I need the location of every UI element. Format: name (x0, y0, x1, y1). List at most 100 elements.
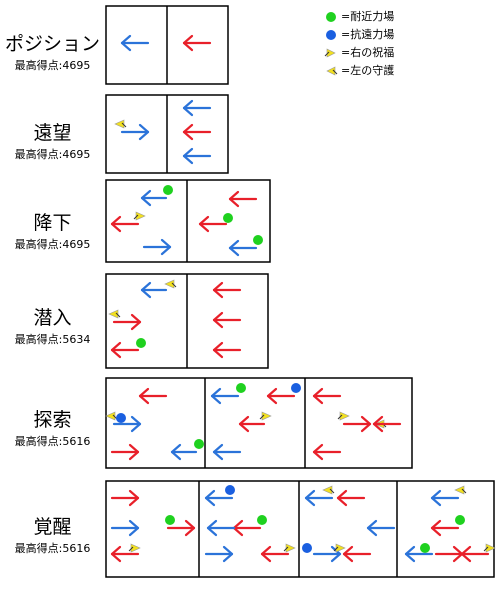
red-left-arrow (110, 545, 140, 563)
legend-label: =左の守護 (341, 64, 395, 77)
right-blessing-icon (337, 411, 350, 421)
row-title: 潜入 (33, 307, 72, 329)
row-score: 最高得点:4695 (14, 148, 91, 161)
right-blessing-icon (483, 543, 496, 553)
blue-left-arrow (404, 545, 434, 563)
red-left-arrow (460, 545, 490, 563)
legend-label: =耐近力場 (341, 10, 395, 23)
blue-left-arrow (304, 489, 334, 507)
legend-item-left-protection: =左の守護 (323, 62, 394, 80)
red-right-arrow (110, 489, 140, 507)
green-dot-icon (236, 383, 246, 393)
pattern-box (105, 179, 271, 263)
green-dot-icon (165, 515, 175, 525)
row-title: ポジション (4, 33, 100, 55)
blue-left-arrow (204, 489, 234, 507)
row-title: 降下 (33, 212, 72, 234)
red-left-arrow (110, 215, 140, 233)
green-dot-icon (455, 515, 465, 525)
left-protection-icon (454, 485, 467, 495)
red-left-arrow (260, 545, 290, 563)
right-blessing-icon (324, 48, 336, 58)
row-title: 探索 (33, 409, 72, 431)
blue-dot-icon (291, 383, 301, 393)
blue-dot-icon (116, 413, 126, 423)
green-dot-icon (326, 12, 336, 22)
row-score: 最高得点:5634 (14, 333, 91, 346)
legend-label: =抗遠力場 (341, 28, 395, 41)
right-blessing-icon (333, 543, 346, 553)
blue-left-arrow (140, 189, 168, 207)
red-left-arrow (430, 519, 460, 537)
blue-left-arrow (206, 519, 236, 537)
right-blessing-icon (133, 211, 146, 221)
row-label-tansaku: 探索 最高得点:5616 (0, 409, 105, 449)
legend: =耐近力場 =抗遠力場 =右の祝福 =左の守護 (323, 8, 394, 80)
row-score: 最高得点:5616 (14, 435, 91, 448)
blue-right-arrow (204, 545, 234, 563)
row-score: 最高得点:4695 (14, 59, 91, 72)
row-score: 最高得点:4695 (14, 238, 91, 251)
left-protection-icon (108, 309, 121, 319)
red-left-arrow (182, 34, 212, 52)
red-left-arrow (198, 215, 228, 233)
blue-left-arrow (212, 443, 242, 461)
left-protection-icon (105, 411, 118, 421)
legend-label: =右の祝福 (341, 46, 395, 59)
blue-left-arrow (228, 239, 258, 257)
right-blessing-icon (128, 543, 141, 553)
blue-dot-icon (302, 543, 312, 553)
blue-dot-icon (326, 30, 336, 40)
red-right-arrow (434, 545, 464, 563)
row-label-enbou: 遠望 最高得点:4695 (0, 122, 105, 162)
green-dot-icon (163, 185, 173, 195)
green-dot-icon (194, 439, 204, 449)
row-label-kakusei: 覚醒 最高得点:5616 (0, 516, 105, 556)
red-left-arrow (232, 519, 262, 537)
blue-right-arrow (110, 519, 140, 537)
left-protection-icon (322, 485, 335, 495)
left-protection-icon (326, 66, 338, 76)
blue-left-arrow (170, 443, 198, 461)
red-right-arrow (112, 313, 142, 331)
green-dot-icon (420, 543, 430, 553)
blue-left-arrow (366, 519, 396, 537)
row-title: 遠望 (33, 122, 72, 144)
blue-left-arrow (182, 147, 212, 165)
green-dot-icon (257, 515, 267, 525)
row-title: 覚醒 (33, 516, 72, 538)
left-protection-icon (164, 279, 177, 289)
row-score: 最高得点:5616 (14, 542, 91, 555)
red-left-arrow (212, 281, 242, 299)
row-label-kouka: 降下 最高得点:4695 (0, 212, 105, 252)
red-left-arrow (342, 545, 372, 563)
red-right-arrow (342, 415, 372, 433)
blue-left-arrow (210, 387, 240, 405)
row-label-sennyuu: 潜入 最高得点:5634 (0, 307, 105, 347)
blue-right-arrow (120, 123, 150, 141)
red-left-arrow (182, 123, 212, 141)
red-left-arrow (312, 387, 342, 405)
red-left-arrow (238, 415, 266, 433)
red-left-arrow (266, 387, 296, 405)
red-left-arrow (212, 311, 242, 329)
blue-dot-icon (225, 485, 235, 495)
red-left-arrow (228, 190, 258, 208)
green-dot-icon (136, 338, 146, 348)
blue-right-arrow (142, 238, 172, 256)
green-dot-icon (223, 213, 233, 223)
blue-left-arrow (120, 34, 150, 52)
red-left-arrow (312, 443, 342, 461)
pattern-box (105, 377, 413, 469)
legend-item-blue: =抗遠力場 (323, 26, 394, 44)
right-blessing-icon (259, 411, 272, 421)
red-left-arrow (372, 415, 402, 433)
pattern-box (105, 480, 495, 578)
left-protection-icon (114, 119, 127, 129)
red-right-arrow (110, 443, 140, 461)
green-dot-icon (253, 235, 263, 245)
red-left-arrow (336, 489, 366, 507)
blue-left-arrow (430, 489, 460, 507)
blue-right-arrow (112, 415, 142, 433)
